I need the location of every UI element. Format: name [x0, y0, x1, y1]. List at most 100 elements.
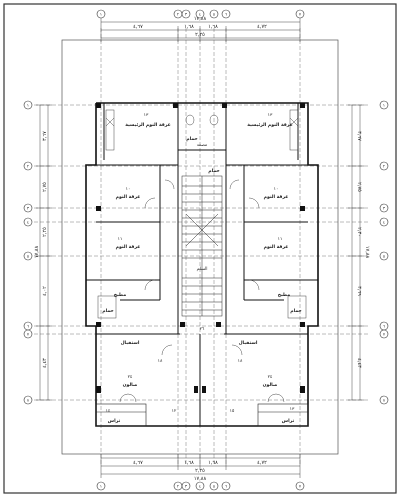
axis-label-v4-top: ٤: [199, 12, 201, 17]
room-label-reception-right: استقبال: [239, 341, 258, 346]
axis-label-v5-bottom: ٥: [213, 484, 215, 489]
room-area-bedroom-4: ١١: [278, 237, 283, 242]
axis-label-h5-left: ٥: [27, 254, 29, 259]
structural-columns: [96, 103, 305, 393]
axis-label-v2-bottom: ٢: [177, 484, 179, 489]
room-label-bedroom-2: غرفة النوم: [264, 195, 289, 200]
left-dimension-2: ٢,٧٥: [42, 182, 48, 192]
room-label-kitchen-right: مطبخ: [278, 293, 291, 298]
room-label-terrace-right: تراس: [282, 419, 295, 424]
axis-label-h8-right: ٨: [383, 398, 386, 403]
room-label-bedroom-1: غرفة النوم: [116, 195, 141, 200]
room-label-bath-right: حمام: [208, 169, 219, 174]
axis-label-h7-left: ٧: [27, 332, 30, 337]
room-area-reception-left: ١٨: [158, 359, 163, 364]
bottom-dimension-3: ١,٦٨: [208, 460, 218, 466]
axis-label-h1-left: ١: [27, 103, 29, 108]
terraces: [95, 403, 309, 427]
axis-label-h6-left: ٦: [27, 324, 29, 329]
room-area-master-right: ١٣: [268, 113, 273, 118]
room-area-bedroom-1: ١٠: [126, 187, 131, 192]
axis-label-v1-top: ١: [100, 12, 102, 17]
axis-bubbles-right: [379, 100, 389, 405]
axis-label-v2-top: ٢: [177, 12, 179, 17]
axis-label-v1-bottom: ١: [100, 484, 102, 489]
axis-label-h2-right: ٢: [383, 164, 385, 169]
right-dimension-total: ١٧,٨٨: [364, 246, 370, 259]
left-dimension-total: ١٧,٨٨: [34, 246, 40, 259]
axis-label-v6-top: ٦: [225, 12, 227, 17]
axis-label-h1-right: ١: [383, 103, 385, 108]
top-dimension-lines: [100, 18, 301, 42]
top-dimension-total: ١٧,٨٨: [194, 16, 207, 22]
room-area-bedroom-3: ١١: [118, 237, 123, 242]
axis-label-h3-right: ٣: [383, 206, 386, 211]
bottom-dimension-mid: ٢,٢٥: [195, 468, 205, 474]
axis-label-h7-right: ٧: [383, 332, 386, 337]
axis-bubbles-top: [96, 9, 305, 19]
bottom-dimension-lines: [100, 454, 301, 478]
room-area-master-left: ١٣: [144, 113, 149, 118]
door-swings: [119, 179, 285, 403]
room-label-bedroom-3: غرفة النوم: [116, 245, 141, 250]
interior-walls: [86, 103, 318, 426]
top-dimension-mid: ٢,٢٥: [195, 32, 205, 38]
axis-label-v7-bottom: ٧: [299, 484, 302, 489]
left-dimension-1: ٣,٦٧: [42, 131, 48, 141]
right-dimension-2: ٢,٧٥: [356, 182, 362, 192]
right-dimension-lines: [348, 104, 364, 401]
stair-core: [181, 175, 223, 317]
room-label-terrace-left: تراس: [108, 419, 121, 424]
axis-label-h4-right: ٤: [383, 220, 385, 225]
room-label-master-right: غرفة النوم الرئيسية: [247, 123, 293, 128]
axis-label-h5-right: ٥: [383, 254, 385, 259]
axis-label-h8-left: ٨: [27, 398, 30, 403]
door-tag-2: ١٢: [172, 409, 177, 414]
right-dimension-3: ٢,٣٠: [356, 227, 362, 237]
axis-label-v3-bottom: ٣: [185, 484, 188, 489]
room-label-master-left: غرفة النوم الرئيسية: [125, 123, 171, 128]
bottom-dimension-total: ١٧,٨٨: [194, 476, 207, 482]
room-area-reception-right: ١٨: [238, 359, 243, 364]
axis-label-v6-bottom: ٦: [225, 484, 227, 489]
right-dimension-4: ٣,٦٩: [356, 286, 362, 296]
top-dimension-4: ٤,٧٢: [257, 24, 267, 30]
left-dimension-5: ٤,٤٣: [42, 358, 48, 368]
room-label-wc-right: حمام: [290, 309, 301, 314]
sheet-border: [3, 3, 397, 494]
room-label-reception-left: استقبال: [121, 341, 140, 346]
axis-bubbles-bottom: [96, 481, 305, 491]
room-area-salon-right: ٢٤: [268, 375, 273, 380]
right-dimension-1: ٣,٦٧: [356, 131, 362, 141]
room-area-bedroom-2: ١٠: [274, 187, 279, 192]
bathroom-fixtures: [97, 109, 307, 319]
axis-label-v5-top: ٥: [213, 12, 215, 17]
room-label-salon-right: صالون: [263, 383, 278, 388]
axis-label-v4-bottom: ٤: [199, 484, 201, 489]
axis-label-h3-left: ٣: [27, 206, 30, 211]
bottom-dimension-4: ٤,٧٢: [257, 460, 267, 466]
axis-label-h4-left: ٤: [27, 220, 29, 225]
top-dimension-3: ١,٦٨: [208, 24, 218, 30]
room-label-bath-left: حمام: [186, 137, 197, 142]
axis-bubbles-left: [23, 100, 33, 405]
axis-label-v7-top: ٧: [299, 12, 302, 17]
door-tag-4: ١٣: [290, 407, 295, 412]
bottom-dimension-2: ١,٦٨: [184, 460, 194, 466]
axis-label-v3-top: ٣: [185, 12, 188, 17]
door-tag-1: ١٤: [106, 409, 111, 414]
door-tag-3: ١٥: [230, 409, 235, 414]
room-label-salon-left: صالون: [123, 383, 138, 388]
left-dimension-3: ٢,٢٥: [42, 227, 48, 237]
elevator-label: مصعد: [197, 143, 208, 148]
left-dimension-4: ٤,٠٢: [42, 286, 48, 296]
axis-label-h2-left: ٢: [27, 164, 29, 169]
right-dimension-5: ٤,٤٣: [356, 358, 362, 368]
room-label-wc-left: حمام: [102, 309, 113, 314]
axis-label-h6-right: ٦: [383, 324, 385, 329]
stair-label: السلم: [197, 267, 208, 272]
top-dimension-2: ١,٦٨: [184, 24, 194, 30]
lobby-area: ٢٦: [200, 327, 205, 332]
top-dimension-1: ٤,٦٧: [133, 24, 143, 30]
